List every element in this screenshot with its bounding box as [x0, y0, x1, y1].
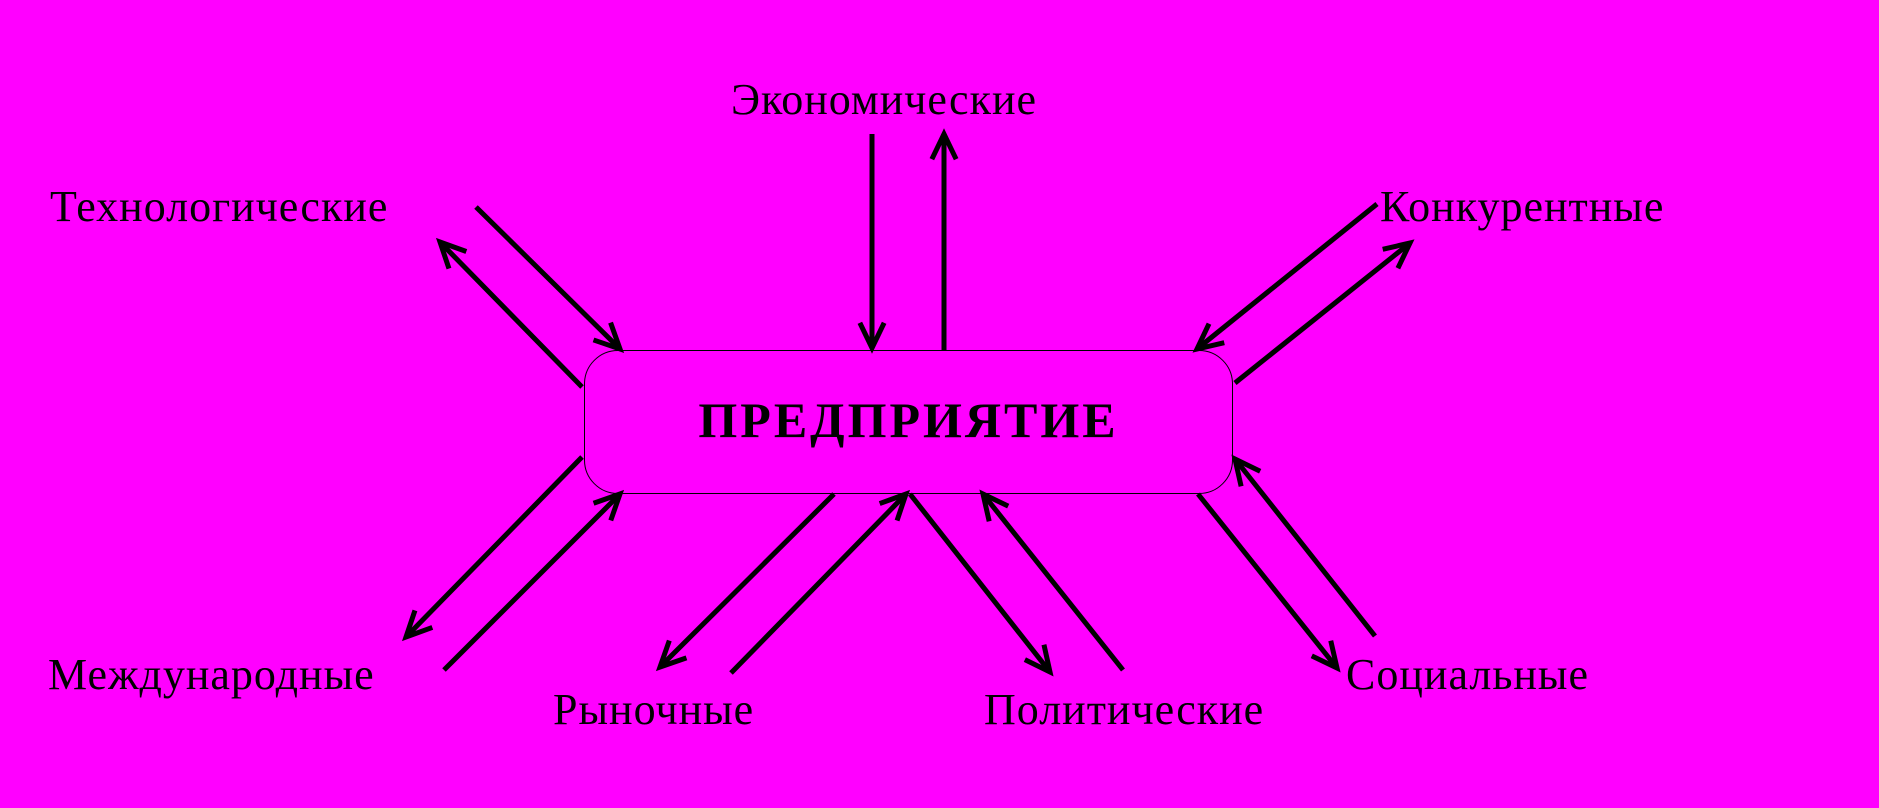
arrow-international-out — [401, 455, 584, 642]
factor-market: Рыночные — [553, 685, 755, 734]
arrow-competitive-in — [1192, 202, 1379, 353]
factor-political: Политические — [984, 685, 1265, 734]
arrow-technological-in — [474, 205, 625, 354]
enterprise-box — [584, 350, 1233, 494]
factor-technological: Технологические — [50, 182, 389, 231]
arrow-international-in — [442, 489, 625, 672]
arrow-economic-out — [929, 128, 959, 350]
arrow-social-out — [1196, 492, 1341, 673]
arrow-social-in — [1231, 454, 1377, 638]
arrow-political-out — [908, 492, 1054, 677]
arrow-market-in — [729, 489, 911, 675]
arrow-economic-in — [857, 134, 887, 354]
factor-competitive: Конкурентные — [1380, 182, 1665, 231]
enterprise-label: ПРЕДПРИЯТИЕ — [698, 392, 1119, 448]
arrow-political-in — [979, 489, 1125, 672]
arrow-technological-out — [435, 237, 584, 389]
factor-economic: Экономические — [731, 75, 1038, 124]
factor-international: Международные — [48, 650, 375, 699]
factor-social: Социальные — [1346, 650, 1590, 699]
arrow-competitive-out — [1233, 239, 1415, 385]
arrow-market-out — [655, 492, 836, 672]
